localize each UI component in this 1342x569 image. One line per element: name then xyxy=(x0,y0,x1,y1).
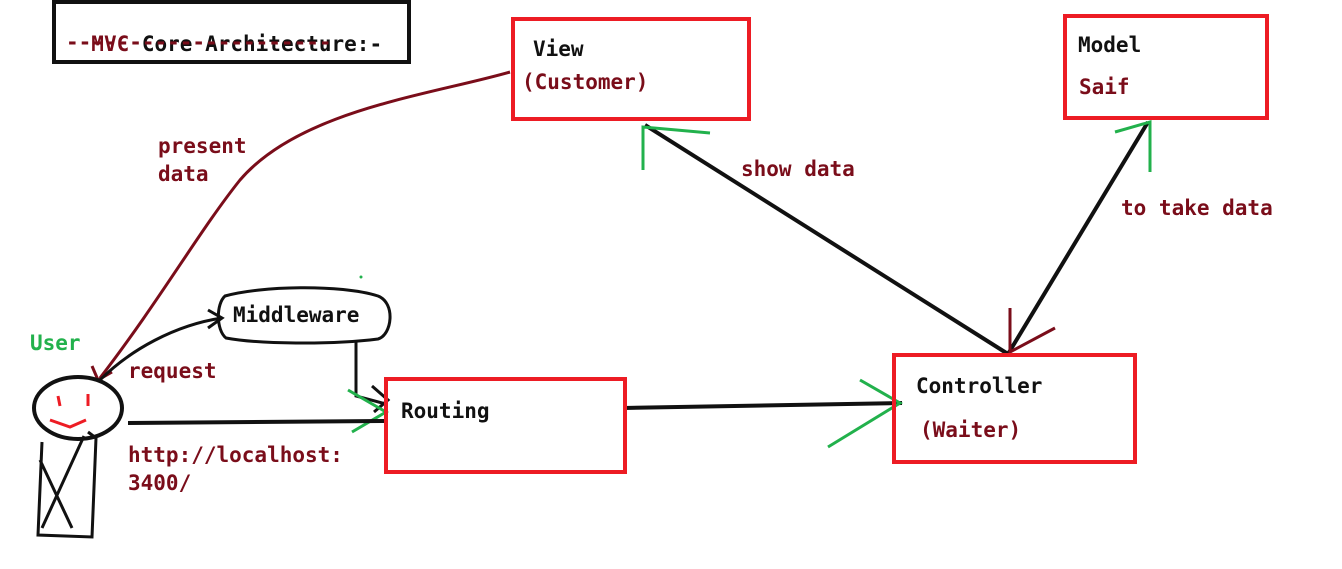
model-title: Model xyxy=(1078,33,1142,57)
user-routing-connector xyxy=(127,419,387,425)
user-face xyxy=(49,394,90,429)
routing-box xyxy=(384,377,627,474)
model-box xyxy=(1063,14,1269,120)
user-label: User xyxy=(30,331,81,355)
routing-label: Routing xyxy=(401,399,490,423)
title-underline: --------------------- xyxy=(66,30,332,54)
present-data-connector xyxy=(98,70,511,379)
controller-top-arrowhead xyxy=(1008,308,1056,355)
to-take-data-connector xyxy=(1006,120,1150,356)
routing-green-arrowhead xyxy=(347,388,389,434)
controller-title: Controller xyxy=(916,374,1043,398)
controller-subtitle: (Waiter) xyxy=(920,418,1022,442)
request-label: request xyxy=(128,359,217,383)
stray-dot xyxy=(359,275,363,279)
present-data-label-line2: data xyxy=(158,162,209,186)
url-label-line2: 3400/ xyxy=(128,471,192,495)
model-arrowhead xyxy=(1114,120,1152,172)
to-take-data-label: to take data xyxy=(1121,196,1273,220)
title-mvc: MVC xyxy=(91,32,130,56)
controller-arrowhead xyxy=(827,378,903,449)
routing-controller-connector xyxy=(623,401,903,410)
request-connector xyxy=(98,316,223,382)
view-arrowhead xyxy=(641,125,711,170)
present-data-label-line1: present xyxy=(158,134,247,158)
view-box xyxy=(511,17,751,121)
title-core-architecture: Core Architecture:- xyxy=(129,32,383,56)
title-box xyxy=(52,0,411,64)
show-data-label: show data xyxy=(741,157,855,181)
diagram-title: MVC Core Architecture:- xyxy=(66,8,382,56)
model-subtitle: Saif xyxy=(1079,75,1130,99)
controller-box xyxy=(892,353,1137,464)
middleware-arrowhead xyxy=(207,308,225,330)
show-data-connector xyxy=(643,123,1010,356)
view-subtitle: (Customer) xyxy=(522,70,649,94)
user-body xyxy=(36,430,98,539)
middleware-shape xyxy=(216,286,392,345)
view-title: View xyxy=(533,37,584,61)
middleware-label: Middleware xyxy=(233,303,360,327)
user-head xyxy=(32,375,124,441)
url-label-line1: http://localhost: xyxy=(128,443,343,467)
